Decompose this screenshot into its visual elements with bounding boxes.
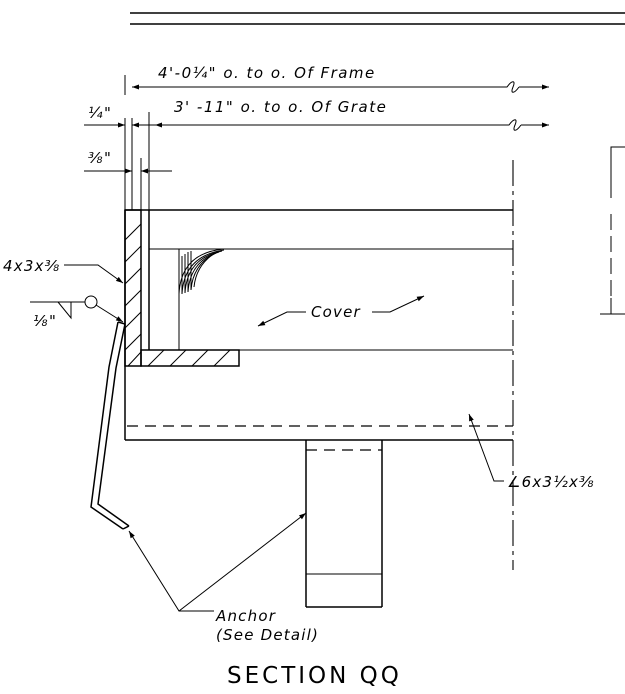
frame-body: [124, 209, 513, 441]
anchor-label: Anchor: [215, 607, 276, 625]
anchor-bar: [90, 321, 130, 530]
fillet-hatch: [178, 248, 225, 295]
frame-dimension: 4'-0¼" o. to o. Of Frame: [124, 64, 549, 95]
left-angle-label: 4x3x⅜: [3, 257, 60, 275]
top-border-lines: [130, 12, 625, 25]
grate-dimension-text: 3' -11" o. to o. Of Grate: [174, 98, 387, 116]
left-angle-callout: 4x3x⅜: [3, 257, 124, 284]
three-eighths-dimension: ⅜": [84, 149, 172, 210]
weld-symbol: ⅛": [30, 295, 124, 330]
section-title: SECTION QQ: [227, 663, 402, 689]
grate-cover: [148, 210, 513, 351]
right-angle-callout: ∠6x3½x⅜: [468, 413, 595, 491]
three-eighths-text: ⅜": [88, 149, 112, 167]
right-edge-bracket: [600, 146, 625, 315]
quarter-inch-dimension: ¼": [84, 104, 158, 210]
bottom-member: [305, 440, 383, 608]
weld-size-text: ⅛": [33, 312, 57, 330]
cover-label: Cover: [311, 303, 361, 321]
cover-callout: Cover: [257, 295, 425, 327]
grate-dimension: 3' -11" o. to o. Of Grate: [148, 98, 549, 210]
frame-dimension-text: 4'-0¼" o. to o. Of Frame: [158, 64, 376, 82]
quarter-inch-text: ¼": [88, 104, 112, 122]
left-angle-section: [124, 209, 240, 367]
anchor-detail-label: (See Detail): [216, 626, 319, 644]
right-angle-label: ∠6x3½x⅜: [507, 473, 595, 491]
anchor-callout: Anchor (See Detail): [128, 512, 319, 644]
